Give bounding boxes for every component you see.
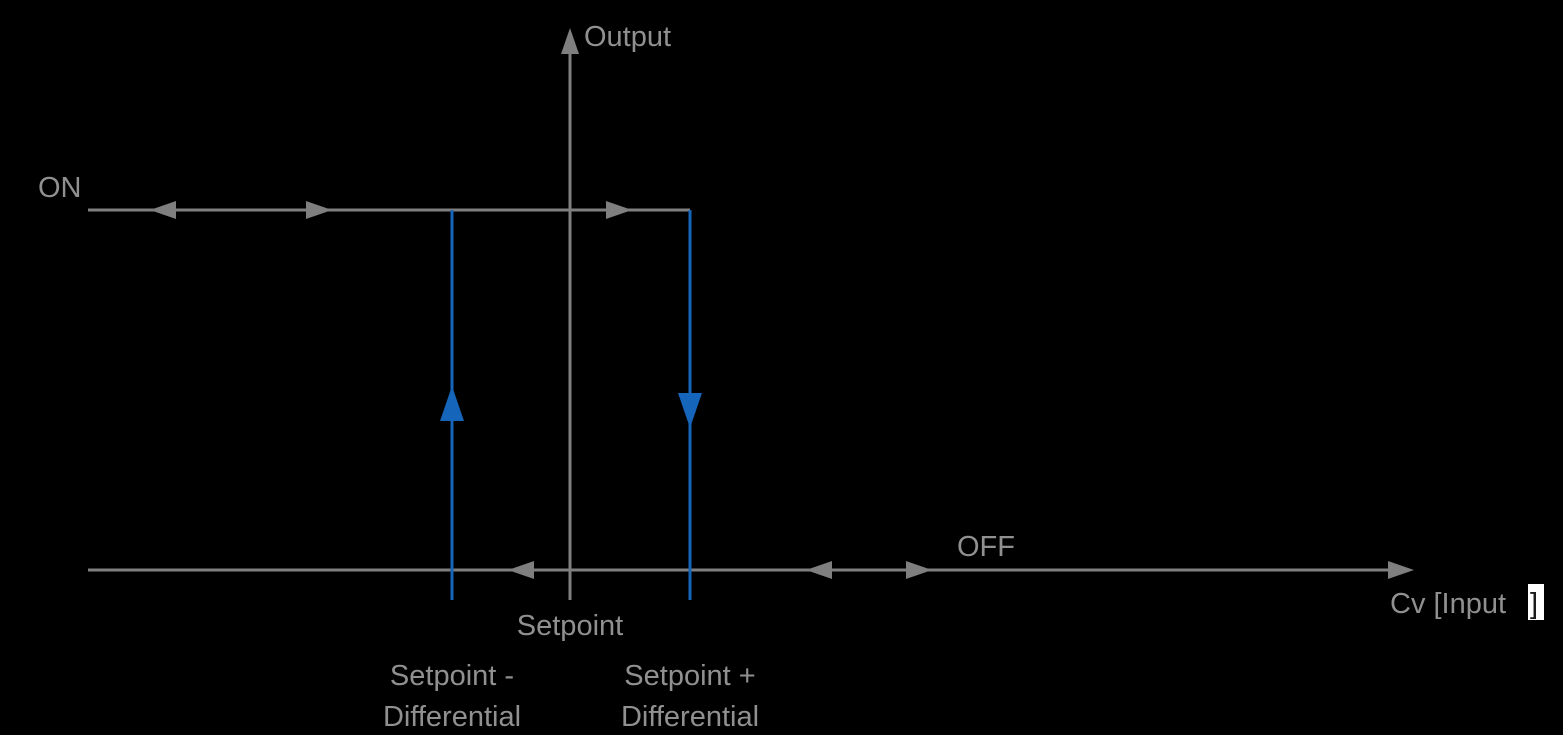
arrow-up-icon xyxy=(561,28,579,54)
arrow-up-icon xyxy=(440,386,464,421)
x-axis-label[interactable]: Cv [Input xyxy=(1390,588,1506,620)
on-level: ON xyxy=(38,172,690,219)
falling-transition xyxy=(678,210,702,600)
arrow-right-icon xyxy=(906,561,932,579)
setpoint-minus-label-line2: Differential xyxy=(383,701,521,733)
arrow-right-icon xyxy=(606,201,632,219)
off-label: OFF xyxy=(957,531,1015,563)
threshold-labels: Setpoint Setpoint - Differential Setpoin… xyxy=(383,610,759,733)
setpoint-plus-label-line1: Setpoint + xyxy=(624,660,755,692)
y-axis-label: Output xyxy=(584,21,671,53)
setpoint-label: Setpoint xyxy=(517,610,623,642)
off-level: OFF xyxy=(508,531,1015,579)
on-label: ON xyxy=(38,172,82,204)
setpoint-minus-label-line1: Setpoint - xyxy=(390,660,514,692)
rising-transition xyxy=(440,210,464,600)
setpoint-plus-label-line2: Differential xyxy=(621,701,759,733)
arrow-right-icon xyxy=(306,201,332,219)
arrow-left-icon xyxy=(806,561,832,579)
text-cursor[interactable] xyxy=(1528,584,1544,620)
arrow-right-icon xyxy=(1388,561,1414,579)
arrow-left-icon xyxy=(508,561,534,579)
y-axis: Output xyxy=(561,21,671,600)
arrow-down-icon xyxy=(678,393,702,428)
x-axis-label-caret-char[interactable]: ] xyxy=(1530,588,1538,620)
x-axis: Cv [Input ] xyxy=(88,561,1544,620)
arrow-left-icon xyxy=(150,201,176,219)
